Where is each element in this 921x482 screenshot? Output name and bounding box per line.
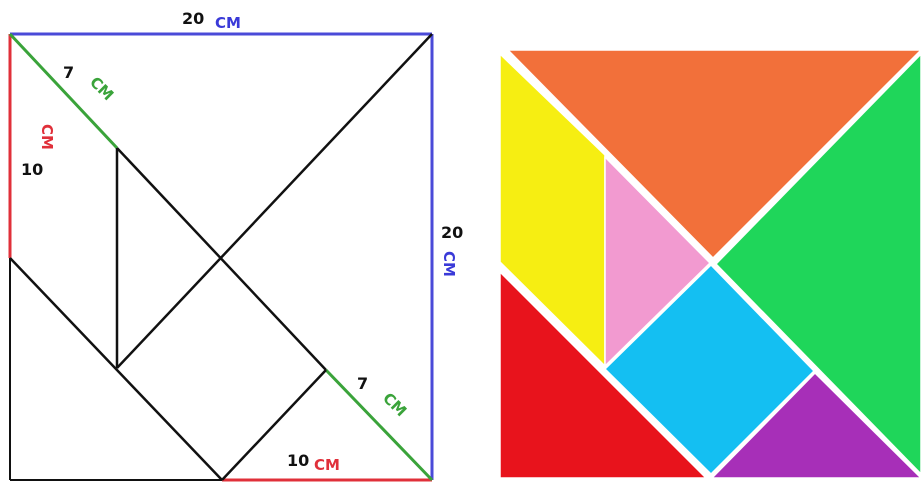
square-edge-line [221, 369, 327, 481]
anti-diagonal-line [116, 33, 433, 369]
top-length-unit: CM [215, 14, 241, 32]
blue-square [604, 264, 815, 475]
diag-top-length-unit: CM [86, 73, 117, 104]
diag-top-length-value: 7 [63, 63, 74, 82]
bottom-length-value: 10 [287, 451, 309, 470]
right-length-unit: CM [440, 251, 458, 277]
pink-small-triangle [604, 156, 711, 367]
top-length-value: 20 [182, 9, 204, 28]
left-length-unit: CM [38, 124, 56, 150]
left-length-value: 10 [21, 160, 43, 179]
diagonal-bottom-green-segment [324, 368, 434, 482]
diagonal-top-green-segment [8, 32, 119, 150]
tangram-line-diagram: 20 CM 20 CM CM 10 10 CM 7 CM 7 CM [8, 9, 463, 482]
right-length-value: 20 [441, 223, 463, 242]
left-slant-line [9, 257, 223, 481]
diag-bottom-length-value: 7 [357, 374, 368, 393]
orange-large-triangle [507, 49, 921, 259]
purple-small-triangle [711, 372, 921, 479]
bottom-length-unit: CM [314, 456, 340, 474]
diag-bottom-length-unit: CM [379, 389, 410, 420]
red-medium-triangle [499, 271, 707, 479]
tangram-color-photo [499, 49, 921, 479]
green-large-triangle [715, 53, 921, 475]
